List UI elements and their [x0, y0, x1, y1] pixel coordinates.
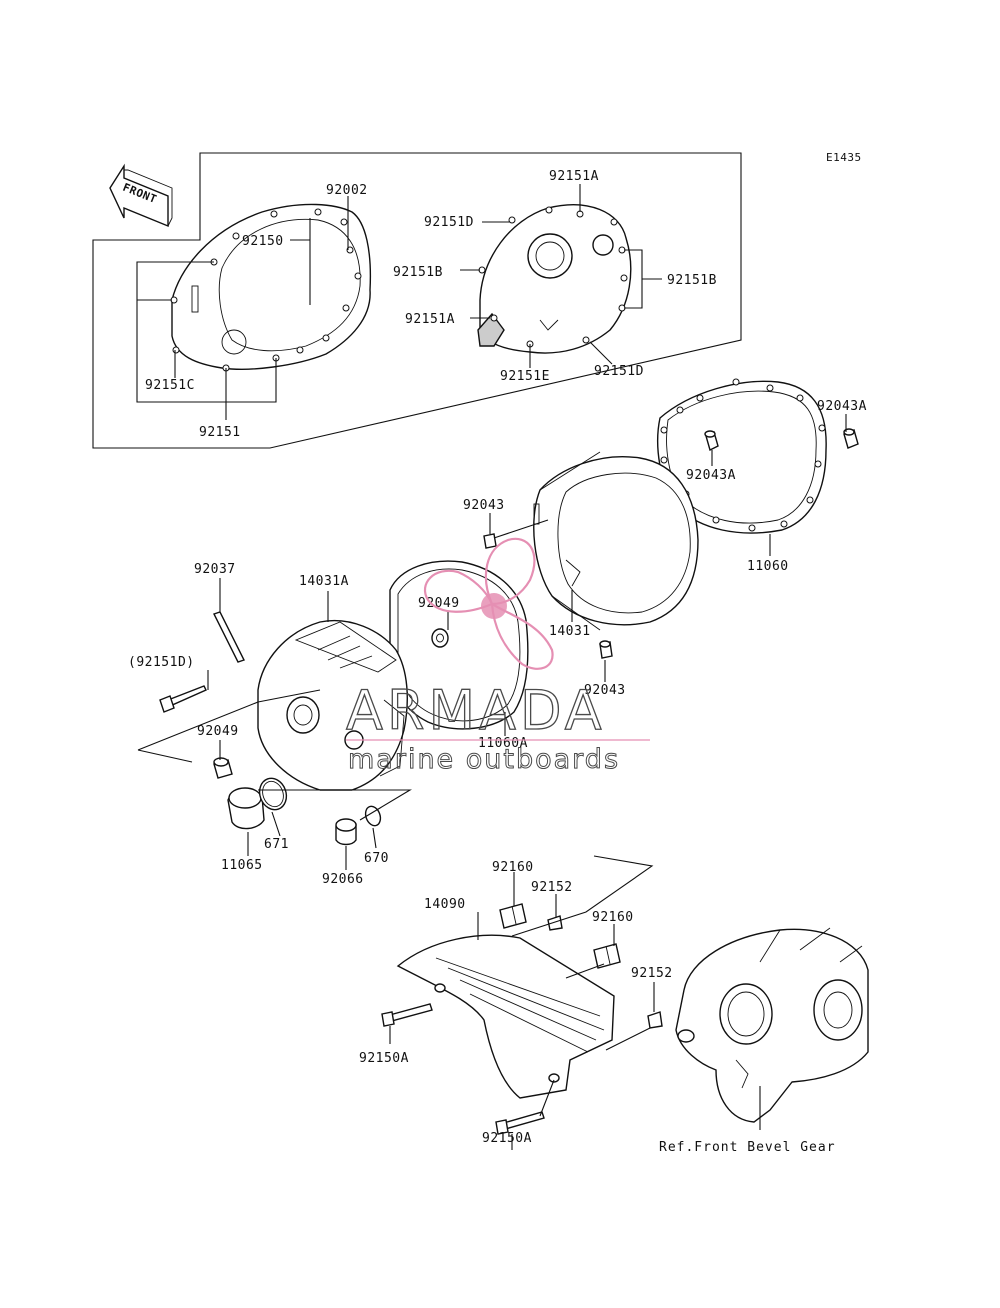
- label-11065: 11065: [221, 858, 263, 873]
- front-arrow-icon: FRONT: [109, 163, 173, 228]
- label-92043A-right: 92043A: [817, 399, 867, 414]
- label-92037: 92037: [194, 562, 236, 577]
- watermark: ARMADA marine outboards: [345, 537, 650, 776]
- propeller-logo-icon: [423, 537, 554, 670]
- label-92160-top: 92160: [492, 860, 534, 875]
- label-14031A: 14031A: [299, 574, 349, 589]
- label-14090: 14090: [424, 897, 466, 912]
- label-ref-front-bevel-gear: Ref.Front Bevel Gear: [659, 1140, 836, 1155]
- stud-92037: [213, 611, 245, 663]
- label-92151D-paren: (92151D): [128, 655, 195, 670]
- damper-92160-top: [499, 903, 527, 929]
- diagram-code: E1435: [826, 151, 862, 164]
- label-92043-top: 92043: [463, 498, 505, 513]
- inset-leader-lines: [136, 184, 662, 420]
- label-92151A-left: 92151A: [405, 312, 455, 327]
- label-92151: 92151: [199, 425, 241, 440]
- front-bevel-gear-housing: [675, 927, 869, 1123]
- watermark-brand: ARMADA: [346, 679, 606, 742]
- bolt-92150A-left: [381, 1003, 433, 1027]
- label-92151D-top: 92151D: [424, 215, 474, 230]
- damper-92160-right: [593, 943, 621, 969]
- bolt-holes-inset-left: [170, 208, 362, 372]
- bolt-holes-11060: [660, 378, 826, 532]
- label-92150A-bottom: 92150A: [482, 1131, 532, 1146]
- label-92002: 92002: [326, 183, 368, 198]
- bolt-92151D-paren: [159, 685, 207, 713]
- clutch-cover-inset: [477, 204, 632, 354]
- label-92151E: 92151E: [500, 369, 550, 384]
- dowel-92043-top: [483, 533, 497, 549]
- label-92150: 92150: [242, 234, 284, 249]
- collar-92049-mid: [431, 628, 449, 648]
- mid-leader-lines: [137, 414, 847, 870]
- label-14031: 14031: [549, 624, 591, 639]
- label-92151B-left: 92151B: [393, 265, 443, 280]
- part-labels: 92002 92150 92151C 92151 92151A 92151D 9…: [128, 169, 867, 1155]
- inner-cover-14031: [533, 451, 699, 631]
- bottom-leader-lines: [389, 855, 761, 1150]
- label-92150A-left: 92150A: [359, 1051, 409, 1066]
- dowel-92043A-right: [843, 428, 859, 449]
- label-92151B-right: 92151B: [667, 273, 717, 288]
- label-92066: 92066: [322, 872, 364, 887]
- gasket-92002-cover-92150: [171, 203, 372, 370]
- label-92160-right: 92160: [592, 910, 634, 925]
- cover-14090: [396, 934, 615, 1099]
- label-11060: 11060: [747, 559, 789, 574]
- label-670: 670: [364, 851, 389, 866]
- label-92151C: 92151C: [145, 378, 195, 393]
- label-92152-right: 92152: [631, 966, 673, 981]
- collar-92049-left: [213, 757, 233, 779]
- oring-670: [364, 805, 382, 827]
- label-92043-bottom: 92043: [584, 683, 626, 698]
- label-92151D-bottom: 92151D: [594, 364, 644, 379]
- label-92043A-mid: 92043A: [686, 468, 736, 483]
- bolt-92150A-bottom: [495, 1111, 545, 1135]
- inset-box-outline: [92, 152, 742, 449]
- cap-11065: [227, 787, 265, 830]
- watermark-tagline: marine outboards: [348, 744, 620, 775]
- label-671: 671: [264, 837, 289, 852]
- collar-92152-top: [547, 915, 563, 931]
- dowel-92043-bottom: [599, 640, 613, 659]
- label-92152-top: 92152: [531, 880, 573, 895]
- label-92151A-top: 92151A: [549, 169, 599, 184]
- dowel-92043A-mid: [704, 430, 719, 452]
- cap-92066: [335, 818, 357, 846]
- bolt-holes-inset-right: [478, 206, 628, 348]
- label-92049-left: 92049: [197, 724, 239, 739]
- collar-92152-right: [647, 1011, 663, 1029]
